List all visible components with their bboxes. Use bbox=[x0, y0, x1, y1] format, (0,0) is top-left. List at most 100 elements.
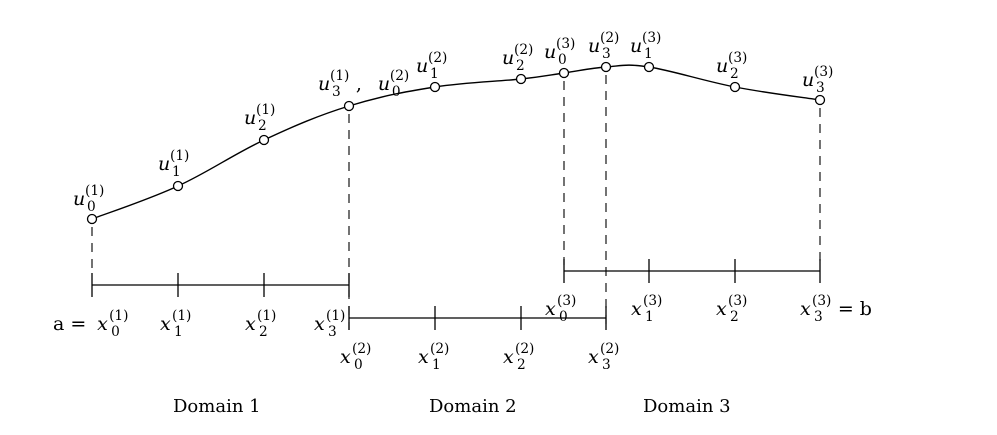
curve-node-8 bbox=[643, 61, 655, 73]
domain-3-label-0: x(3)0 bbox=[545, 293, 576, 325]
curve-label-8-sup: (3) bbox=[642, 30, 661, 46]
domain-2-label-0-sup: (2) bbox=[352, 341, 371, 357]
domain-3-label-3: x(3)3 = b bbox=[800, 293, 872, 325]
curve-label-4-sub: 1 bbox=[430, 66, 439, 82]
domain-2-label-3-sup: (2) bbox=[600, 341, 619, 357]
curve-label-9-part: u bbox=[716, 55, 728, 77]
curve-label-2-sup: (1) bbox=[256, 102, 275, 118]
curve-label-3-sup: (2) bbox=[390, 68, 409, 84]
domain-3-label-0-sup: (3) bbox=[557, 293, 576, 309]
curve-label-10-part: u bbox=[802, 69, 814, 91]
domain-3-label-3-sup: (3) bbox=[812, 293, 831, 309]
curve-label-4-part: u bbox=[416, 55, 428, 77]
domain-2-label-1-part: x bbox=[418, 346, 429, 368]
domain-1-label-3-sup: (1) bbox=[326, 308, 345, 324]
curve-label-6-sub: 0 bbox=[558, 52, 567, 68]
domain-2-label-0-part: x bbox=[340, 346, 351, 368]
domain-3-label-1-sub: 1 bbox=[645, 309, 654, 325]
domain-3-label-3-sub: 3 bbox=[814, 309, 823, 325]
domain-3-label-2-sup: (3) bbox=[728, 293, 747, 309]
curve-label-0-sub: 0 bbox=[87, 199, 96, 215]
domain-1-label-0-sup: (1) bbox=[109, 308, 128, 324]
diagram-lines bbox=[91, 64, 821, 330]
diagram-labels: u(1)0u(1)1u(1)2u(1)3, u(2)0u(2)1u(2)2u(3… bbox=[53, 30, 872, 417]
curve-label-4-sup: (2) bbox=[428, 50, 447, 66]
domain-1-label-3: x(1)3 bbox=[314, 308, 345, 340]
domain-2-label-2-sup: (2) bbox=[515, 341, 534, 357]
domain-1-label-1: x(1)1 bbox=[160, 308, 191, 340]
domain-2-label-2-sub: 2 bbox=[517, 357, 526, 373]
domain-1-label-2: x(1)2 bbox=[245, 308, 276, 340]
curve-label-10-sub: 3 bbox=[816, 80, 825, 96]
domain-2-label-1-sup: (2) bbox=[430, 341, 449, 357]
curve-label-2-sub: 2 bbox=[258, 118, 267, 134]
domain-1-label-3-sub: 3 bbox=[328, 324, 337, 340]
domain-1-label-0: a = x(1)0 bbox=[53, 308, 128, 340]
domain-2-label-1: x(2)1 bbox=[418, 341, 449, 373]
curve-nodes bbox=[86, 61, 826, 225]
domain-2-label-0-sub: 0 bbox=[354, 357, 363, 373]
domain-1-label-0-sub: 0 bbox=[111, 324, 120, 340]
domain-3-label-0-part: x bbox=[545, 298, 556, 320]
domain-2-label-3: x(2)3 bbox=[588, 341, 619, 373]
curve-label-3-part: u bbox=[318, 73, 330, 95]
domain-1-label-3-part: x bbox=[314, 313, 325, 335]
curve-label-0: u(1)0 bbox=[73, 183, 104, 215]
curve-label-8: u(3)1 bbox=[630, 30, 661, 62]
domain-2-label-2: x(2)2 bbox=[503, 341, 534, 373]
curve-label-9-sup: (3) bbox=[728, 50, 747, 66]
domain-2-label-2-part: x bbox=[503, 346, 514, 368]
curve-label-7-part: u bbox=[588, 35, 600, 57]
curve-label-3: u(1)3, u(2)0 bbox=[318, 68, 409, 100]
domain-3-label-3-part: = b bbox=[838, 298, 872, 320]
domain-2-label-0: x(2)0 bbox=[340, 341, 371, 373]
domain-1-label-1-sup: (1) bbox=[172, 308, 191, 324]
curve-label-3-sub: 0 bbox=[392, 84, 401, 100]
domain-3-label-1-part: x bbox=[631, 298, 642, 320]
curve-label-1: u(1)1 bbox=[158, 148, 189, 180]
curve-node-0 bbox=[86, 213, 98, 225]
domain-1-label-2-part: x bbox=[245, 313, 256, 335]
curve-label-4: u(2)1 bbox=[416, 50, 447, 82]
domain-3-label-1-sup: (3) bbox=[643, 293, 662, 309]
curve-label-1-sup: (1) bbox=[170, 148, 189, 164]
curve-node-10 bbox=[814, 94, 826, 106]
curve-node-5 bbox=[515, 73, 527, 85]
curve-node-1 bbox=[172, 180, 184, 192]
curve-label-2-part: u bbox=[244, 107, 256, 129]
curve-label-6-sup: (3) bbox=[556, 36, 575, 52]
curve-label-6: u(3)0 bbox=[544, 36, 575, 68]
domain-1-label-1-sub: 1 bbox=[174, 324, 183, 340]
curve-label-5-part: u bbox=[502, 47, 514, 69]
curve-label-3-sup: (1) bbox=[330, 68, 349, 84]
domain-caption-3: Domain 3 bbox=[643, 396, 731, 417]
domain-caption-2: Domain 2 bbox=[429, 396, 517, 417]
domain-caption-1: Domain 1 bbox=[173, 396, 261, 417]
curve-label-10: u(3)3 bbox=[802, 64, 833, 96]
domain-3-label-2-sub: 2 bbox=[730, 309, 739, 325]
curve-label-3-sub: 3 bbox=[332, 84, 341, 100]
curve-label-10-sup: (3) bbox=[814, 64, 833, 80]
curve-label-5: u(2)2 bbox=[502, 42, 533, 74]
domain-3-label-0-sub: 0 bbox=[559, 309, 568, 325]
domain-1-label-0-part: a = bbox=[53, 313, 86, 335]
curve-label-7-sub: 3 bbox=[602, 46, 611, 62]
curve-label-9: u(3)2 bbox=[716, 50, 747, 82]
domain-1-label-0-part: x bbox=[97, 313, 108, 335]
curve-node-2 bbox=[258, 134, 270, 146]
curve-node-9 bbox=[729, 81, 741, 93]
curve-label-3-part: u bbox=[378, 73, 390, 95]
domain-1-label-2-sub: 2 bbox=[259, 324, 268, 340]
curve-label-8-sub: 1 bbox=[644, 46, 653, 62]
domain-1-label-1-part: x bbox=[160, 313, 171, 335]
domain-3-label-2-part: x bbox=[716, 298, 727, 320]
curve-label-1-part: u bbox=[158, 153, 170, 175]
solution-curve bbox=[91, 64, 821, 220]
curve-node-6 bbox=[558, 67, 570, 79]
curve-label-3-part: , bbox=[356, 73, 362, 95]
curve-label-1-sub: 1 bbox=[172, 164, 181, 180]
domain-3-label-3-part: x bbox=[800, 298, 811, 320]
domain-1-label-2-sup: (1) bbox=[257, 308, 276, 324]
curve-label-8-part: u bbox=[630, 35, 642, 57]
